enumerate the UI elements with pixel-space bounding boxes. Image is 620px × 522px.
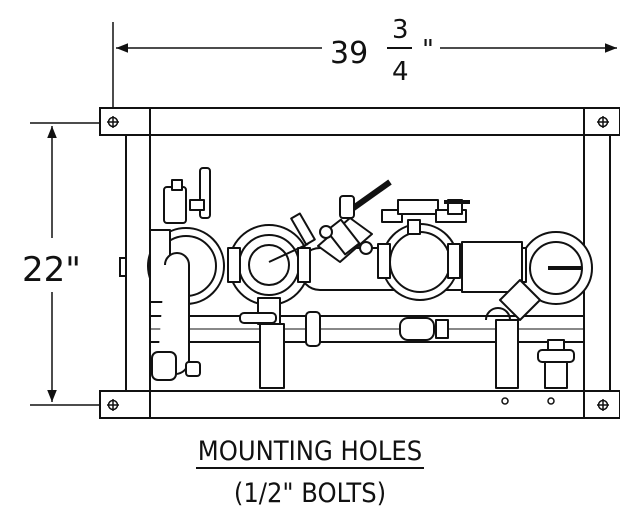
width-unit: " [422, 35, 434, 65]
width-whole: 39 [330, 36, 368, 71]
mounting-hole-bottom-right [597, 399, 609, 411]
height-value: 22" [22, 250, 81, 290]
mounting-holes [107, 116, 609, 411]
caption-title: MOUNTING HOLES [0, 436, 620, 469]
mounting-hole-bottom-left [107, 399, 119, 411]
housing-center-left [227, 224, 311, 325]
mounting-hole-top-right [597, 116, 609, 128]
caption-subtitle: (1/2" BOLTS) [233, 478, 387, 509]
housing-center-right [377, 223, 461, 301]
rail-holes [501, 397, 555, 405]
height-dimension: 22" [22, 122, 100, 406]
ball-valve-center [290, 179, 392, 263]
width-denominator: 4 [392, 57, 409, 87]
width-numerator: 3 [392, 15, 409, 45]
valve-upper-right [381, 199, 470, 235]
mounting-hole-top-left [107, 116, 119, 128]
caption-title-text: MOUNTING HOLES [195, 436, 425, 469]
valve-upper-left [163, 167, 211, 224]
width-dimension: 39 3 4 " [112, 15, 617, 108]
piping-assembly [147, 167, 593, 389]
skid-frame [99, 107, 620, 419]
